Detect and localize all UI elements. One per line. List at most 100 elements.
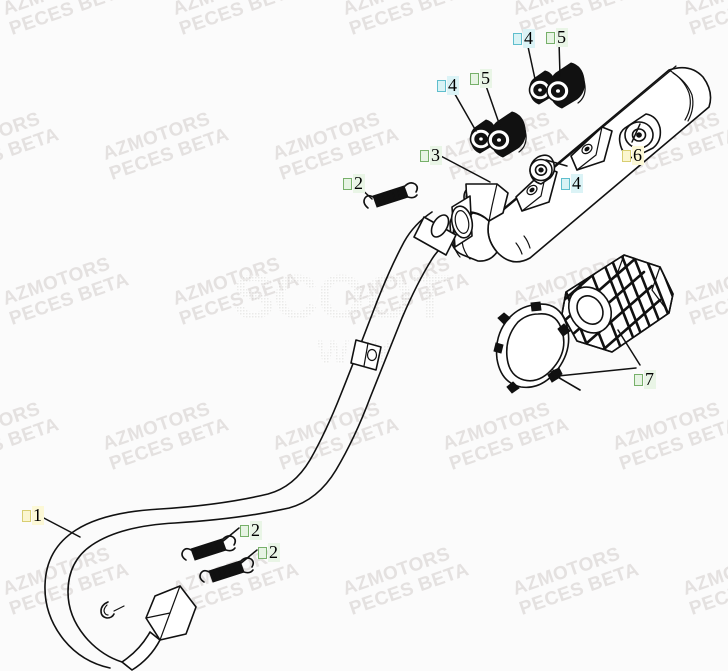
leader-4-lower (546, 160, 567, 166)
callout-number: 2 (250, 520, 262, 540)
header-pipe-1 (45, 212, 456, 668)
callout-number: 6 (632, 145, 644, 165)
watermark-tile-line-2: PECES BETA (516, 269, 642, 330)
watermark-tile-line-1: AZMOTORS (170, 253, 284, 310)
watermark-tile-line-2: PECES BETA (0, 414, 62, 475)
bushing-4-left (471, 120, 497, 153)
callout-color-swatch (22, 509, 31, 522)
watermark-tile-line-2: PECES BETA (346, 0, 472, 40)
watermark-tile-line-2: PECES BETA (276, 414, 402, 475)
callout-label-4[interactable]: 4 (561, 174, 583, 193)
watermark-tile-line-2: PECES BETA (446, 414, 572, 475)
callout-color-swatch (513, 32, 522, 45)
callout-label-7[interactable]: 7 (634, 370, 656, 389)
watermark-tile-line-1: AZMOTORS (440, 108, 554, 165)
watermark-tile-line-2: PECES BETA (686, 559, 728, 620)
leader-3 (437, 154, 490, 182)
watermark-tile-line-1: AZMOTORS (440, 398, 554, 455)
callout-label-3[interactable]: 3 (420, 146, 442, 165)
callout-label-2[interactable]: 2 (343, 174, 365, 193)
watermark-tile-line-1: AZMOTORS (510, 253, 624, 310)
callout-number: 5 (480, 68, 492, 88)
watermark-center-logo: SCOOT WAY (225, 262, 475, 382)
callout-label-6[interactable]: 6 (622, 146, 644, 165)
watermark-tile-line-2: PECES BETA (516, 0, 642, 40)
watermark-tile-line-2: PECES BETA (106, 124, 232, 185)
watermark-tile-line-1: AZMOTORS (100, 398, 214, 455)
watermark-tile-line-2: PECES BETA (616, 414, 728, 475)
spacer-5-upper (547, 63, 585, 108)
exhaust-spring-lower-b (200, 558, 253, 582)
callout-label-4[interactable]: 4 (437, 76, 459, 95)
watermark-tile-line-2: PECES BETA (6, 0, 132, 40)
callout-color-swatch (634, 373, 643, 386)
leader-2-lower-a (222, 528, 239, 542)
callout-color-swatch (343, 177, 352, 190)
watermark-tile-line-1: AZMOTORS (680, 0, 728, 20)
callout-label-2[interactable]: 2 (240, 521, 262, 540)
callout-number: 1 (32, 505, 44, 525)
leader-7-screen (618, 330, 640, 365)
spacer-5-left (488, 112, 526, 157)
muffler-body (488, 66, 711, 262)
leader-5-left (485, 83, 500, 126)
watermark-tile-line-2: PECES BETA (6, 269, 132, 330)
callout-label-5[interactable]: 5 (470, 69, 492, 88)
callout-label-2[interactable]: 2 (258, 543, 280, 562)
watermark-tile-line-1: AZMOTORS (170, 0, 295, 20)
callout-number: 7 (644, 369, 656, 389)
callout-color-swatch (420, 149, 429, 162)
callout-color-swatch (240, 524, 249, 537)
muffler-bracket-front (516, 168, 557, 211)
callout-label-4[interactable]: 4 (513, 29, 535, 48)
watermark-tile-line-2: PECES BETA (516, 559, 642, 620)
watermark-tile-line-2: PECES BETA (276, 124, 402, 185)
callout-number: 4 (571, 173, 583, 193)
screen-mesh-pattern (540, 228, 712, 412)
callout-label-5[interactable]: 5 (546, 28, 568, 47)
watermark-tile-line-1: AZMOTORS (0, 0, 125, 20)
screen-mounting-screw (551, 368, 580, 390)
watermark-tile-line-1: AZMOTORS (270, 108, 384, 165)
callout-number: 2 (353, 173, 365, 193)
watermark-tile-line-1: AZMOTORS (510, 0, 635, 20)
callout-number: 2 (268, 542, 280, 562)
bushing-4-lower (530, 155, 554, 184)
muffler-outlet-spigot (449, 196, 475, 247)
exhaust-spring-lower-a (182, 536, 235, 560)
callout-color-swatch (437, 79, 446, 92)
leader-6 (632, 124, 640, 142)
callout-number: 3 (430, 145, 442, 165)
callout-label-1[interactable]: 1 (22, 506, 44, 525)
watermark-tile-line-1: AZMOTORS (340, 253, 454, 310)
callout-color-swatch (258, 546, 267, 559)
watermark-tile-line-1: AZMOTORS (100, 108, 214, 165)
watermark-tile-line-2: PECES BETA (176, 269, 302, 330)
spark-arrestor-screen-7 (540, 228, 712, 412)
watermark-tile-line-1: AZMOTORS (0, 398, 44, 455)
leader-lines (40, 41, 640, 564)
watermark-tile-line-2: PECES BETA (6, 559, 132, 620)
watermark-tile-line-1: AZMOTORS (680, 253, 728, 310)
watermark-tile-line-2: PECES BETA (176, 0, 302, 40)
